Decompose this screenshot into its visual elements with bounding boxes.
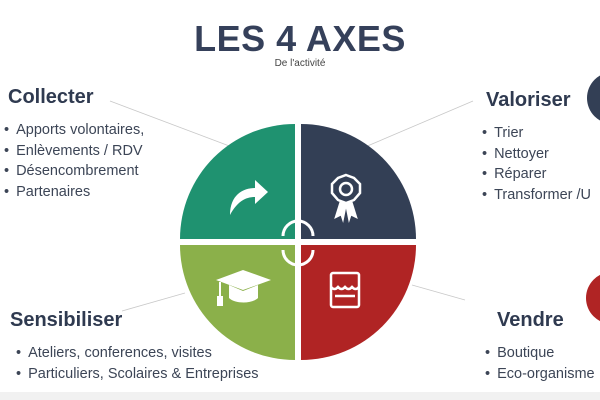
list-item: Désencombrement <box>4 161 144 182</box>
bottom-band <box>0 392 600 400</box>
collecter-heading: Collecter <box>8 86 94 108</box>
list-item: Eco-organisme <box>485 364 595 385</box>
list-item: Réparer <box>482 164 591 185</box>
page-title: LES 4 AXES <box>194 18 406 59</box>
list-item: Boutique <box>485 343 595 364</box>
connector-lines <box>109 100 474 312</box>
shop-icon <box>329 271 361 309</box>
list-item: Trier <box>482 123 591 144</box>
list-item: Particuliers, Scolaires & Entreprises <box>16 364 258 385</box>
cycle-icon <box>281 219 315 267</box>
list-item: Partenaires <box>4 182 144 203</box>
valoriser-list: Trier Nettoyer Réparer Transformer /U <box>482 123 591 205</box>
sensibiliser-list: Ateliers, conferences, visites Particuli… <box>16 343 259 385</box>
vendre-list: Boutique Eco-organisme <box>485 343 595 384</box>
graduation-cap-icon <box>216 270 271 306</box>
award-ribbon-icon <box>330 173 362 223</box>
vendre-heading: Vendre <box>497 309 564 331</box>
quadrant-sensibiliser <box>180 245 295 360</box>
page-subtitle: De l'activité <box>274 58 326 69</box>
list-item: Enlèvements / RDV <box>4 141 144 162</box>
valoriser-heading: Valoriser <box>486 89 571 111</box>
share-arrow-icon <box>230 180 268 215</box>
quadrant-collecter <box>180 124 295 239</box>
list-item: Transformer /U <box>482 185 591 206</box>
list-item: Apports volontaires, <box>4 120 144 141</box>
list-item: Nettoyer <box>482 144 591 165</box>
sensibiliser-heading: Sensibiliser <box>10 309 123 331</box>
valoriser-badge <box>587 75 600 121</box>
collecter-list: Apports volontaires, Enlèvements / RDV D… <box>4 120 144 202</box>
list-item: Ateliers, conferences, visites <box>16 343 259 364</box>
vendre-badge <box>586 274 600 322</box>
